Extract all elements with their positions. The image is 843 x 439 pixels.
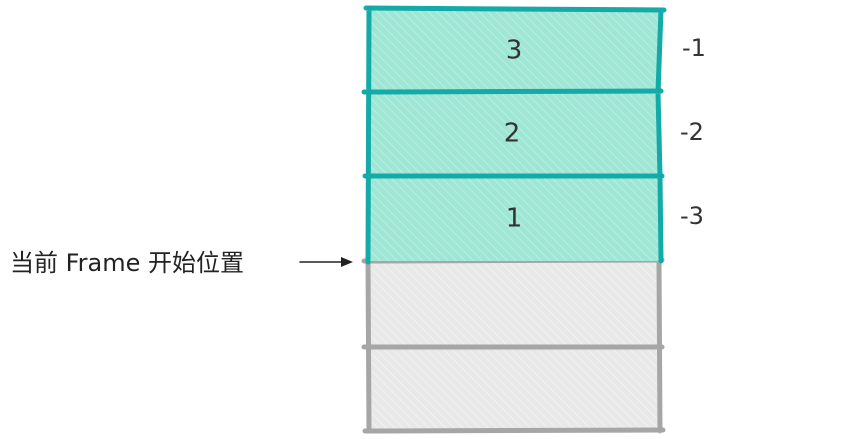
- frame-slots: [361, 5, 667, 265]
- frame-label: 1: [506, 204, 523, 234]
- empty-slot: [367, 347, 659, 431]
- arrow-right-icon: [299, 257, 353, 267]
- frame-offset-label: -3: [680, 202, 704, 230]
- empty-slots: [361, 257, 666, 434]
- frame-offset-label: -1: [682, 34, 706, 62]
- frame-slot-borders: [361, 5, 667, 265]
- frame-slot-3: [369, 8, 661, 92]
- frame-slot-1: [369, 176, 660, 261]
- frame-slot-2: [369, 92, 659, 176]
- empty-slot: [367, 261, 659, 347]
- frame-start-label: 当前 Frame 开始位置: [10, 249, 244, 277]
- frame-label: 2: [504, 119, 521, 149]
- empty-slot-borders: [361, 257, 666, 434]
- frame-label: 3: [506, 36, 523, 66]
- frame-offset-label: -2: [680, 118, 704, 146]
